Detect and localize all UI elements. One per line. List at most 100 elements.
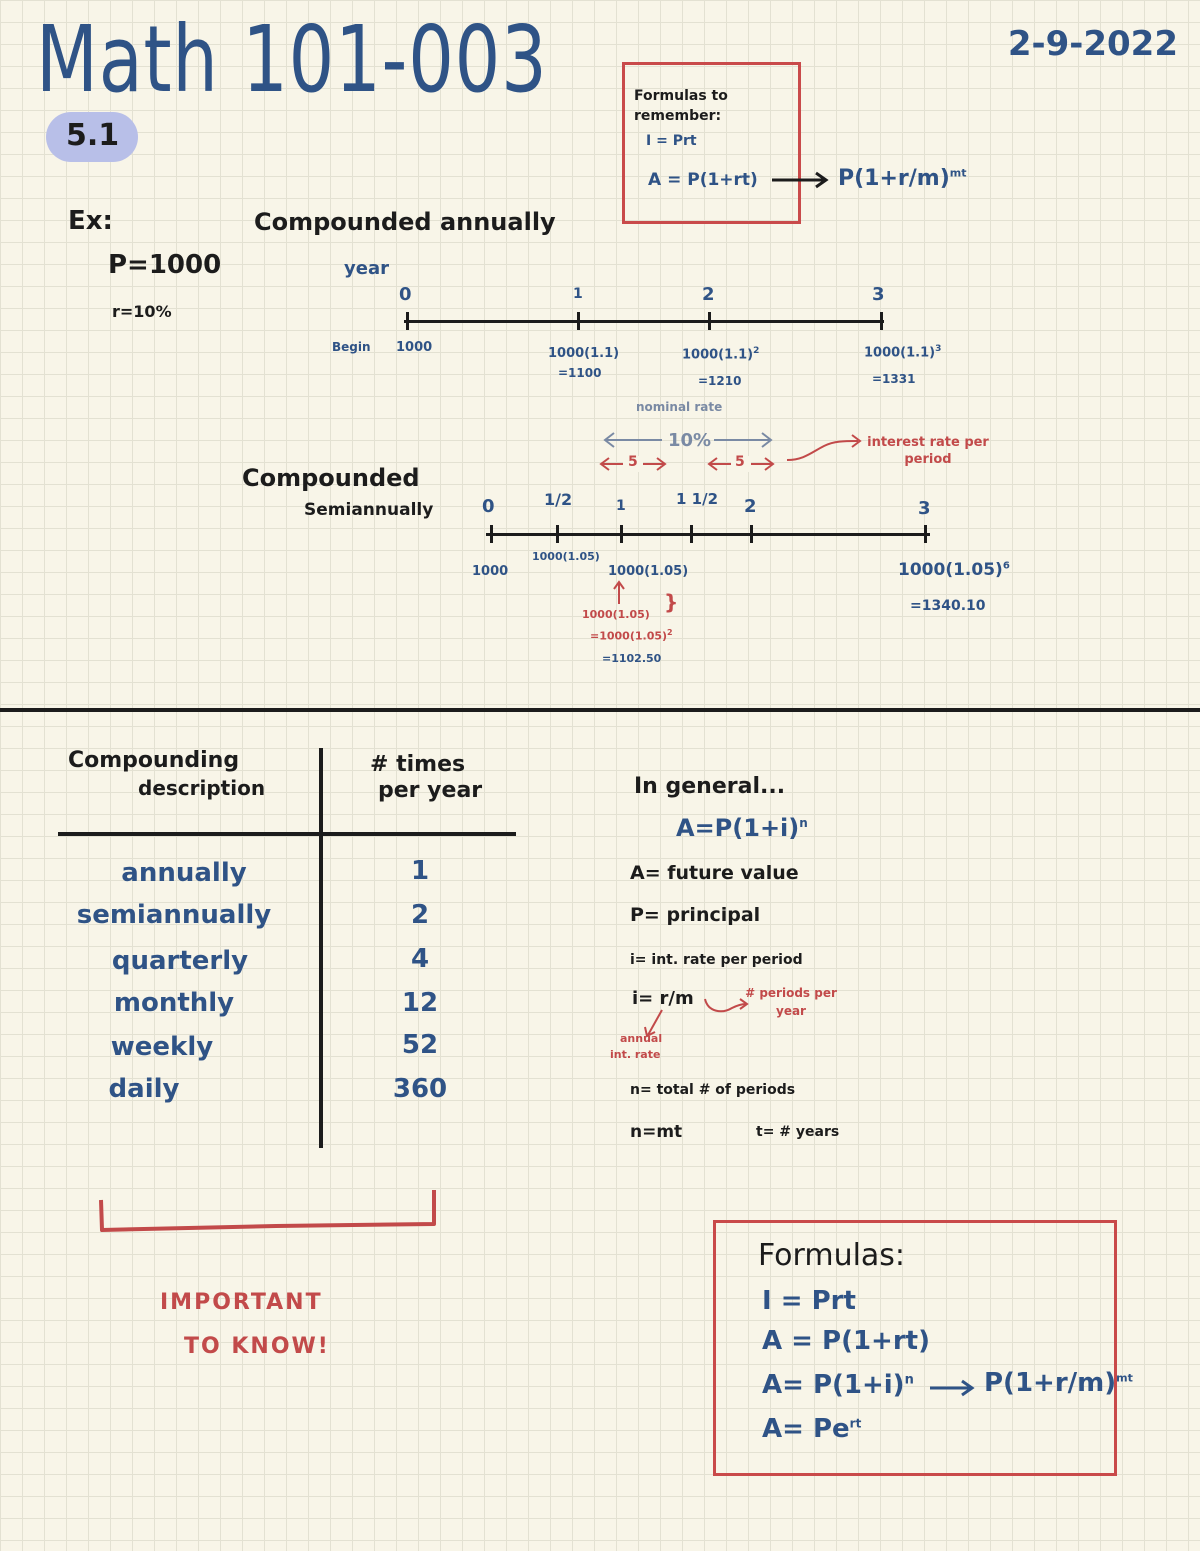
annual-value-exp: 2 <box>753 346 760 356</box>
table-cell-num: 4 <box>410 944 430 974</box>
semi-red-calc: 1000(1.05) <box>582 608 650 621</box>
semi-timeline <box>486 533 930 536</box>
semi-value: 1000(1.05) <box>608 564 689 579</box>
formulas-box-item-exp: rt <box>849 1416 862 1431</box>
semi-value-base: 1000(1.05) <box>898 560 1003 580</box>
formulas-box-item-base: A= P(1+i) <box>762 1370 905 1400</box>
formula-simple-interest: I = Prt <box>646 133 697 149</box>
formula-compound-exp: mt <box>949 166 967 180</box>
formulas-box-item-base: P(1+r/m) <box>984 1368 1117 1398</box>
general-eq-n: n=mt <box>630 1122 683 1142</box>
annual-tick <box>406 312 409 330</box>
table-cell-num: 2 <box>410 900 430 930</box>
section-highlight <box>46 112 138 162</box>
semi-tick-label: 1 1/2 <box>676 490 719 508</box>
semi-tick-label: 2 <box>744 496 757 517</box>
bracket-icon <box>99 1190 436 1232</box>
section-number: 5.1 <box>66 118 120 153</box>
table-cell-num: 1 <box>410 856 430 886</box>
formulas-box-item-base: A= Pe <box>762 1414 850 1444</box>
annual-value: 1000(1.1)3 <box>864 344 941 360</box>
rate-5-label: 5 <box>735 454 745 470</box>
semi-tick <box>924 525 927 543</box>
general-formula-exp: n <box>799 816 808 830</box>
table-cell-desc: annually <box>121 858 247 888</box>
semi-tick-label: 1 <box>616 498 626 514</box>
nominal-rate-label: nominal rate <box>636 400 723 414</box>
example-label: Ex: <box>68 206 113 236</box>
semi-tick-label: 1/2 <box>544 490 573 509</box>
example-rate: r=10% <box>112 302 172 321</box>
rate-5-label: 5 <box>628 454 638 470</box>
annual-rate-note: int. rate <box>610 1048 661 1061</box>
semi-value: 1000(1.05)6 <box>898 560 1010 580</box>
formulas-box-item: P(1+r/m)mt <box>984 1368 1133 1398</box>
page-title: Math 101-003 <box>36 6 548 113</box>
annual-tick <box>708 312 711 330</box>
formulas-remember-heading: Formulas to remember: <box>634 88 728 124</box>
interest-rate-per-period-note: interest rate per period <box>867 435 989 467</box>
semi-value-exp: 6 <box>1002 560 1010 572</box>
arrow-left-icon <box>603 432 662 448</box>
table-col1-header: description <box>138 776 266 800</box>
table-cell-desc: weekly <box>110 1032 214 1062</box>
table-cell-num: 12 <box>401 988 439 1018</box>
table-column-line <box>319 748 323 1148</box>
formulas-box-item: A= Pert <box>762 1414 861 1444</box>
important-note: IMPORTANT <box>160 1290 323 1315</box>
general-def-n: n= total # of periods <box>630 1082 796 1098</box>
important-note: TO KNOW! <box>184 1334 330 1359</box>
formulas-box-item: A = P(1+rt) <box>762 1326 930 1356</box>
semi-tick-label: 0 <box>482 496 495 517</box>
curved-arrow-icon <box>786 434 862 461</box>
arrow-icon <box>930 1379 975 1397</box>
general-eq-i: i= r/m <box>632 988 694 1009</box>
table-col2-header: # times <box>370 752 466 777</box>
table-header-line <box>58 832 516 836</box>
semi-tick <box>490 525 493 543</box>
periods-per-year-note: # periods per year <box>745 986 837 1018</box>
general-def-p: P= principal <box>630 904 761 926</box>
annual-value: =1210 <box>698 374 742 388</box>
annual-timeline <box>404 320 884 323</box>
annual-value: 1000(1.1)2 <box>682 346 759 362</box>
annual-value: 1000 <box>396 340 433 355</box>
semi-red-calc-base: =1000(1.05) <box>590 629 668 643</box>
annual-begin-label: Begin <box>332 340 371 354</box>
formulas-box-item: A= P(1+i)n <box>762 1370 914 1400</box>
formulas-box-item-exp: n <box>904 1372 914 1388</box>
annual-tick-label: 2 <box>702 284 715 305</box>
annual-rate-note: annual <box>620 1032 663 1045</box>
semi-red-calc: =1000(1.05)2 <box>590 628 673 643</box>
table-col1-header: Compounding <box>68 748 240 773</box>
annual-tick <box>577 312 580 330</box>
formulas-box <box>713 1220 1117 1476</box>
arrow-down-icon <box>644 1009 663 1038</box>
formula-compound-base: P(1+r/m) <box>838 166 950 191</box>
annual-value: =1100 <box>558 366 602 380</box>
annual-value: 1000(1.1) <box>548 346 620 361</box>
table-cell-desc: semiannually <box>76 900 272 930</box>
semi-red-calc-exp: 2 <box>667 628 673 637</box>
formulas-box-heading: Formulas: <box>758 1238 906 1273</box>
general-def-a: A= future value <box>630 862 799 884</box>
annual-value-base: 1000(1.1) <box>864 345 936 361</box>
semi-final-value: =1340.10 <box>910 598 986 614</box>
section-divider <box>0 708 1200 712</box>
arrow-icon <box>772 171 829 189</box>
annual-value: =1331 <box>872 372 916 386</box>
general-heading: In general... <box>634 774 786 799</box>
table-cell-desc: monthly <box>113 988 235 1018</box>
semi-title-line2: Semiannually <box>304 500 434 520</box>
semi-tick <box>556 525 559 543</box>
formula-future-value: A = P(1+rt) <box>648 170 758 190</box>
arrow-both-icon <box>599 456 667 472</box>
formulas-remember-box <box>622 62 801 224</box>
semi-value: 1000(1.05) <box>532 550 600 563</box>
annual-tick-label: 1 <box>573 286 583 302</box>
annual-tick-label: 0 <box>399 284 412 305</box>
formulas-box-item: I = Prt <box>762 1286 856 1316</box>
table-cell-num: 52 <box>401 1030 439 1060</box>
arrow-right-icon <box>714 432 773 448</box>
table-col2-header: per year <box>378 778 483 803</box>
